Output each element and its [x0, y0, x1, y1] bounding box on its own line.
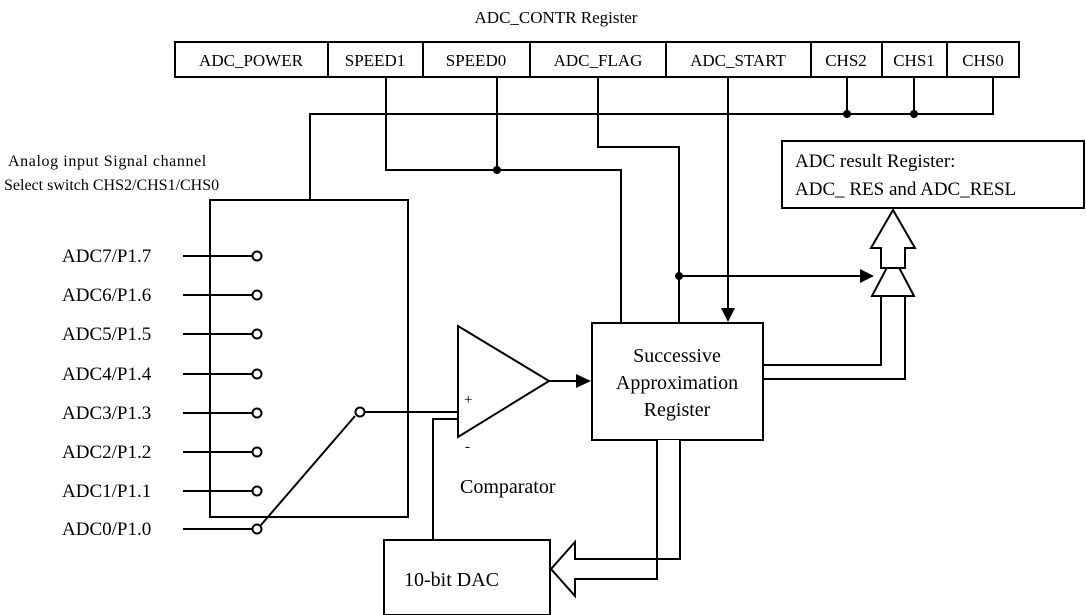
register-bit-adc-power: ADC_POWER — [199, 51, 304, 70]
input-pin-adc3 — [251, 407, 263, 419]
register-bit-speed0: SPEED0 — [446, 51, 506, 70]
junction-speed — [493, 166, 501, 174]
selector-caption-line2: Select switch CHS2/CHS1/CHS0 — [4, 177, 219, 194]
analog-inputs: ADC7/P1.7 ADC6/P1.6 ADC5/P1.5 ADC4/P1.4 … — [62, 246, 263, 540]
comparator-triangle — [457, 324, 551, 439]
register-cell-speed1 — [327, 41, 424, 78]
dac-box — [383, 539, 551, 615]
register-title: ADC_CONTR Register — [475, 8, 638, 27]
register-bits: ADC_POWER SPEED1 SPEED0 ADC_FLAG ADC_STA… — [174, 41, 1020, 78]
switch-lever — [260, 415, 356, 526]
input-pin-adc5 — [251, 328, 263, 340]
selector-box — [209, 199, 409, 518]
register-cell-chs2 — [810, 41, 883, 78]
bus-sar-to-result-outer — [763, 296, 906, 380]
input-label-adc7: ADC7/P1.7 — [62, 246, 151, 267]
wire-dac-to-comparator — [432, 418, 458, 540]
sar-label-line2: Approximation — [616, 372, 738, 394]
input-label-adc6: ADC6/P1.6 — [62, 285, 151, 306]
comparator-plus: + — [464, 392, 472, 408]
input-pin-adc1 — [251, 485, 263, 497]
register-bit-adc-flag: ADC_FLAG — [554, 51, 643, 70]
arrow-adc-start — [721, 308, 735, 322]
input-label-adc1: ADC1/P1.1 — [62, 481, 151, 502]
input-label-adc3: ADC3/P1.3 — [62, 403, 151, 424]
register-bit-chs0: CHS0 — [962, 51, 1004, 70]
input-pin-adc4 — [251, 368, 263, 380]
junction-chs1 — [910, 110, 918, 118]
result-label-line2: ADC_ RES and ADC_RESL — [795, 179, 1016, 200]
bus-sar-to-dac — [549, 440, 681, 599]
wire-adc-flag — [597, 77, 680, 323]
tristate-buffer — [870, 253, 916, 297]
arrow-comparator-out — [576, 374, 591, 388]
sar-label-line1: Successive — [633, 345, 721, 367]
sar-label-line3: Register — [644, 399, 711, 421]
input-label-adc5: ADC5/P1.5 — [62, 324, 151, 345]
register-cell-chs0 — [946, 41, 1020, 78]
register-bit-chs1: CHS1 — [893, 51, 935, 70]
wire-speed1 — [385, 77, 622, 323]
input-label-adc2: ADC2/P1.2 — [62, 442, 151, 463]
input-pin-adc7 — [251, 250, 263, 262]
result-register-box — [781, 140, 1085, 209]
register-bit-adc-start: ADC_START — [690, 51, 786, 70]
comparator-minus: - — [465, 439, 470, 455]
input-pin-adc0 — [251, 523, 263, 535]
input-pin-adc2 — [251, 446, 263, 458]
selector-caption-line1: Analog input Signal channel — [8, 153, 207, 170]
arrow-flag-to-buffer — [860, 269, 874, 283]
bus-sar-to-result-inner — [763, 296, 882, 366]
dac-label: 10-bit DAC — [404, 569, 499, 591]
junction-chs2 — [843, 110, 851, 118]
register-cell-adc-start — [665, 41, 812, 78]
register-cell-speed0 — [422, 41, 531, 78]
register-bit-chs2: CHS2 — [825, 51, 867, 70]
input-pin-adc6 — [251, 289, 263, 301]
switch-pivot — [354, 406, 366, 418]
result-label-line1: ADC result Register: — [795, 151, 955, 172]
register-bit-speed1: SPEED1 — [345, 51, 405, 70]
comparator-label: Comparator — [460, 476, 556, 498]
sar-box — [591, 322, 764, 441]
input-label-adc4: ADC4/P1.4 — [62, 364, 152, 385]
bus-arrow-to-result — [869, 208, 917, 269]
register-cell-adc-power — [174, 41, 329, 78]
input-label-adc0: ADC0/P1.0 — [62, 519, 151, 540]
